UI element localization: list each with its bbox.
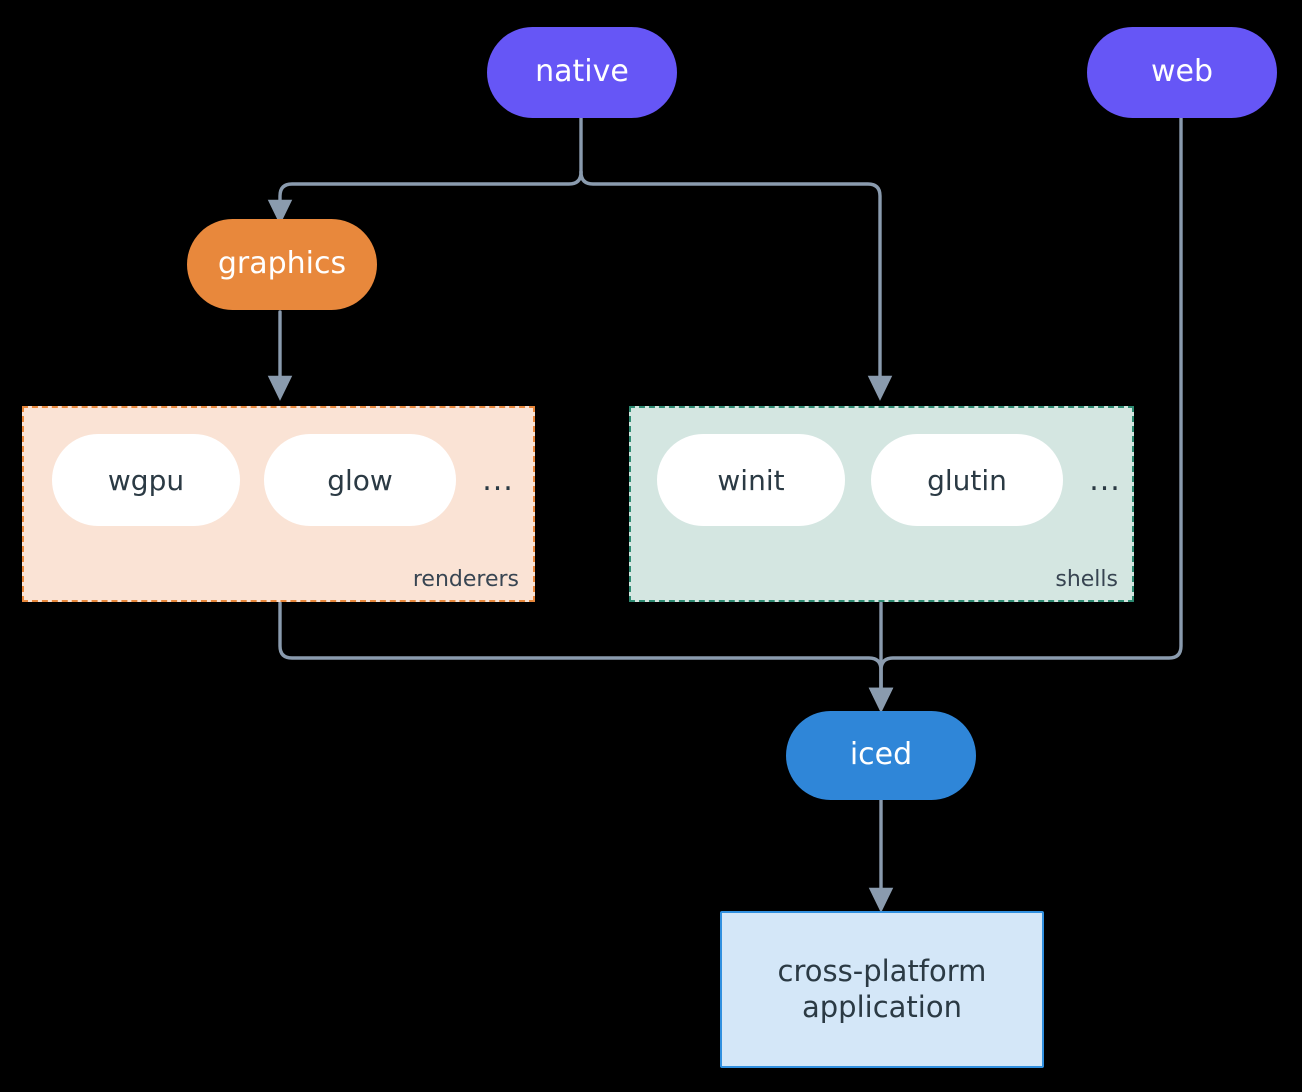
group-renderers-label: renderers	[412, 567, 519, 592]
edge-native-to-graphics	[267, 170, 583, 225]
node-native-label: native	[535, 54, 629, 90]
node-iced[interactable]: iced	[786, 711, 976, 800]
group-item-glow[interactable]: glow	[264, 434, 456, 526]
group-renderers-ellipsis: ...	[482, 462, 514, 498]
node-web[interactable]: web	[1087, 27, 1277, 118]
group-item-glutin-label: glutin	[927, 463, 1007, 497]
node-cross-platform-application[interactable]: cross-platform application	[720, 911, 1044, 1068]
group-renderers: wgpu glow ... renderers	[22, 406, 535, 602]
group-item-glutin[interactable]: glutin	[871, 434, 1063, 526]
edge-renderers-to-iced	[278, 601, 894, 713]
edge-web-to-iced	[868, 116, 1183, 713]
group-item-glow-label: glow	[327, 463, 393, 497]
node-graphics[interactable]: graphics	[187, 219, 377, 310]
node-web-label: web	[1150, 54, 1214, 90]
group-shells-label: shells	[1055, 567, 1118, 592]
group-item-wgpu-label: wgpu	[107, 463, 185, 497]
group-item-wgpu[interactable]: wgpu	[52, 434, 240, 526]
group-item-winit[interactable]: winit	[657, 434, 845, 526]
edge-native-to-shells	[579, 170, 893, 401]
node-native[interactable]: native	[487, 27, 677, 118]
node-iced-label: iced	[849, 737, 913, 773]
group-item-winit-label: winit	[717, 463, 785, 497]
group-shells-ellipsis: ...	[1089, 462, 1121, 498]
node-cross-platform-application-label: cross-platform application	[777, 954, 987, 1024]
node-graphics-label: graphics	[217, 246, 347, 282]
group-shells: winit glutin ... shells	[629, 406, 1134, 602]
